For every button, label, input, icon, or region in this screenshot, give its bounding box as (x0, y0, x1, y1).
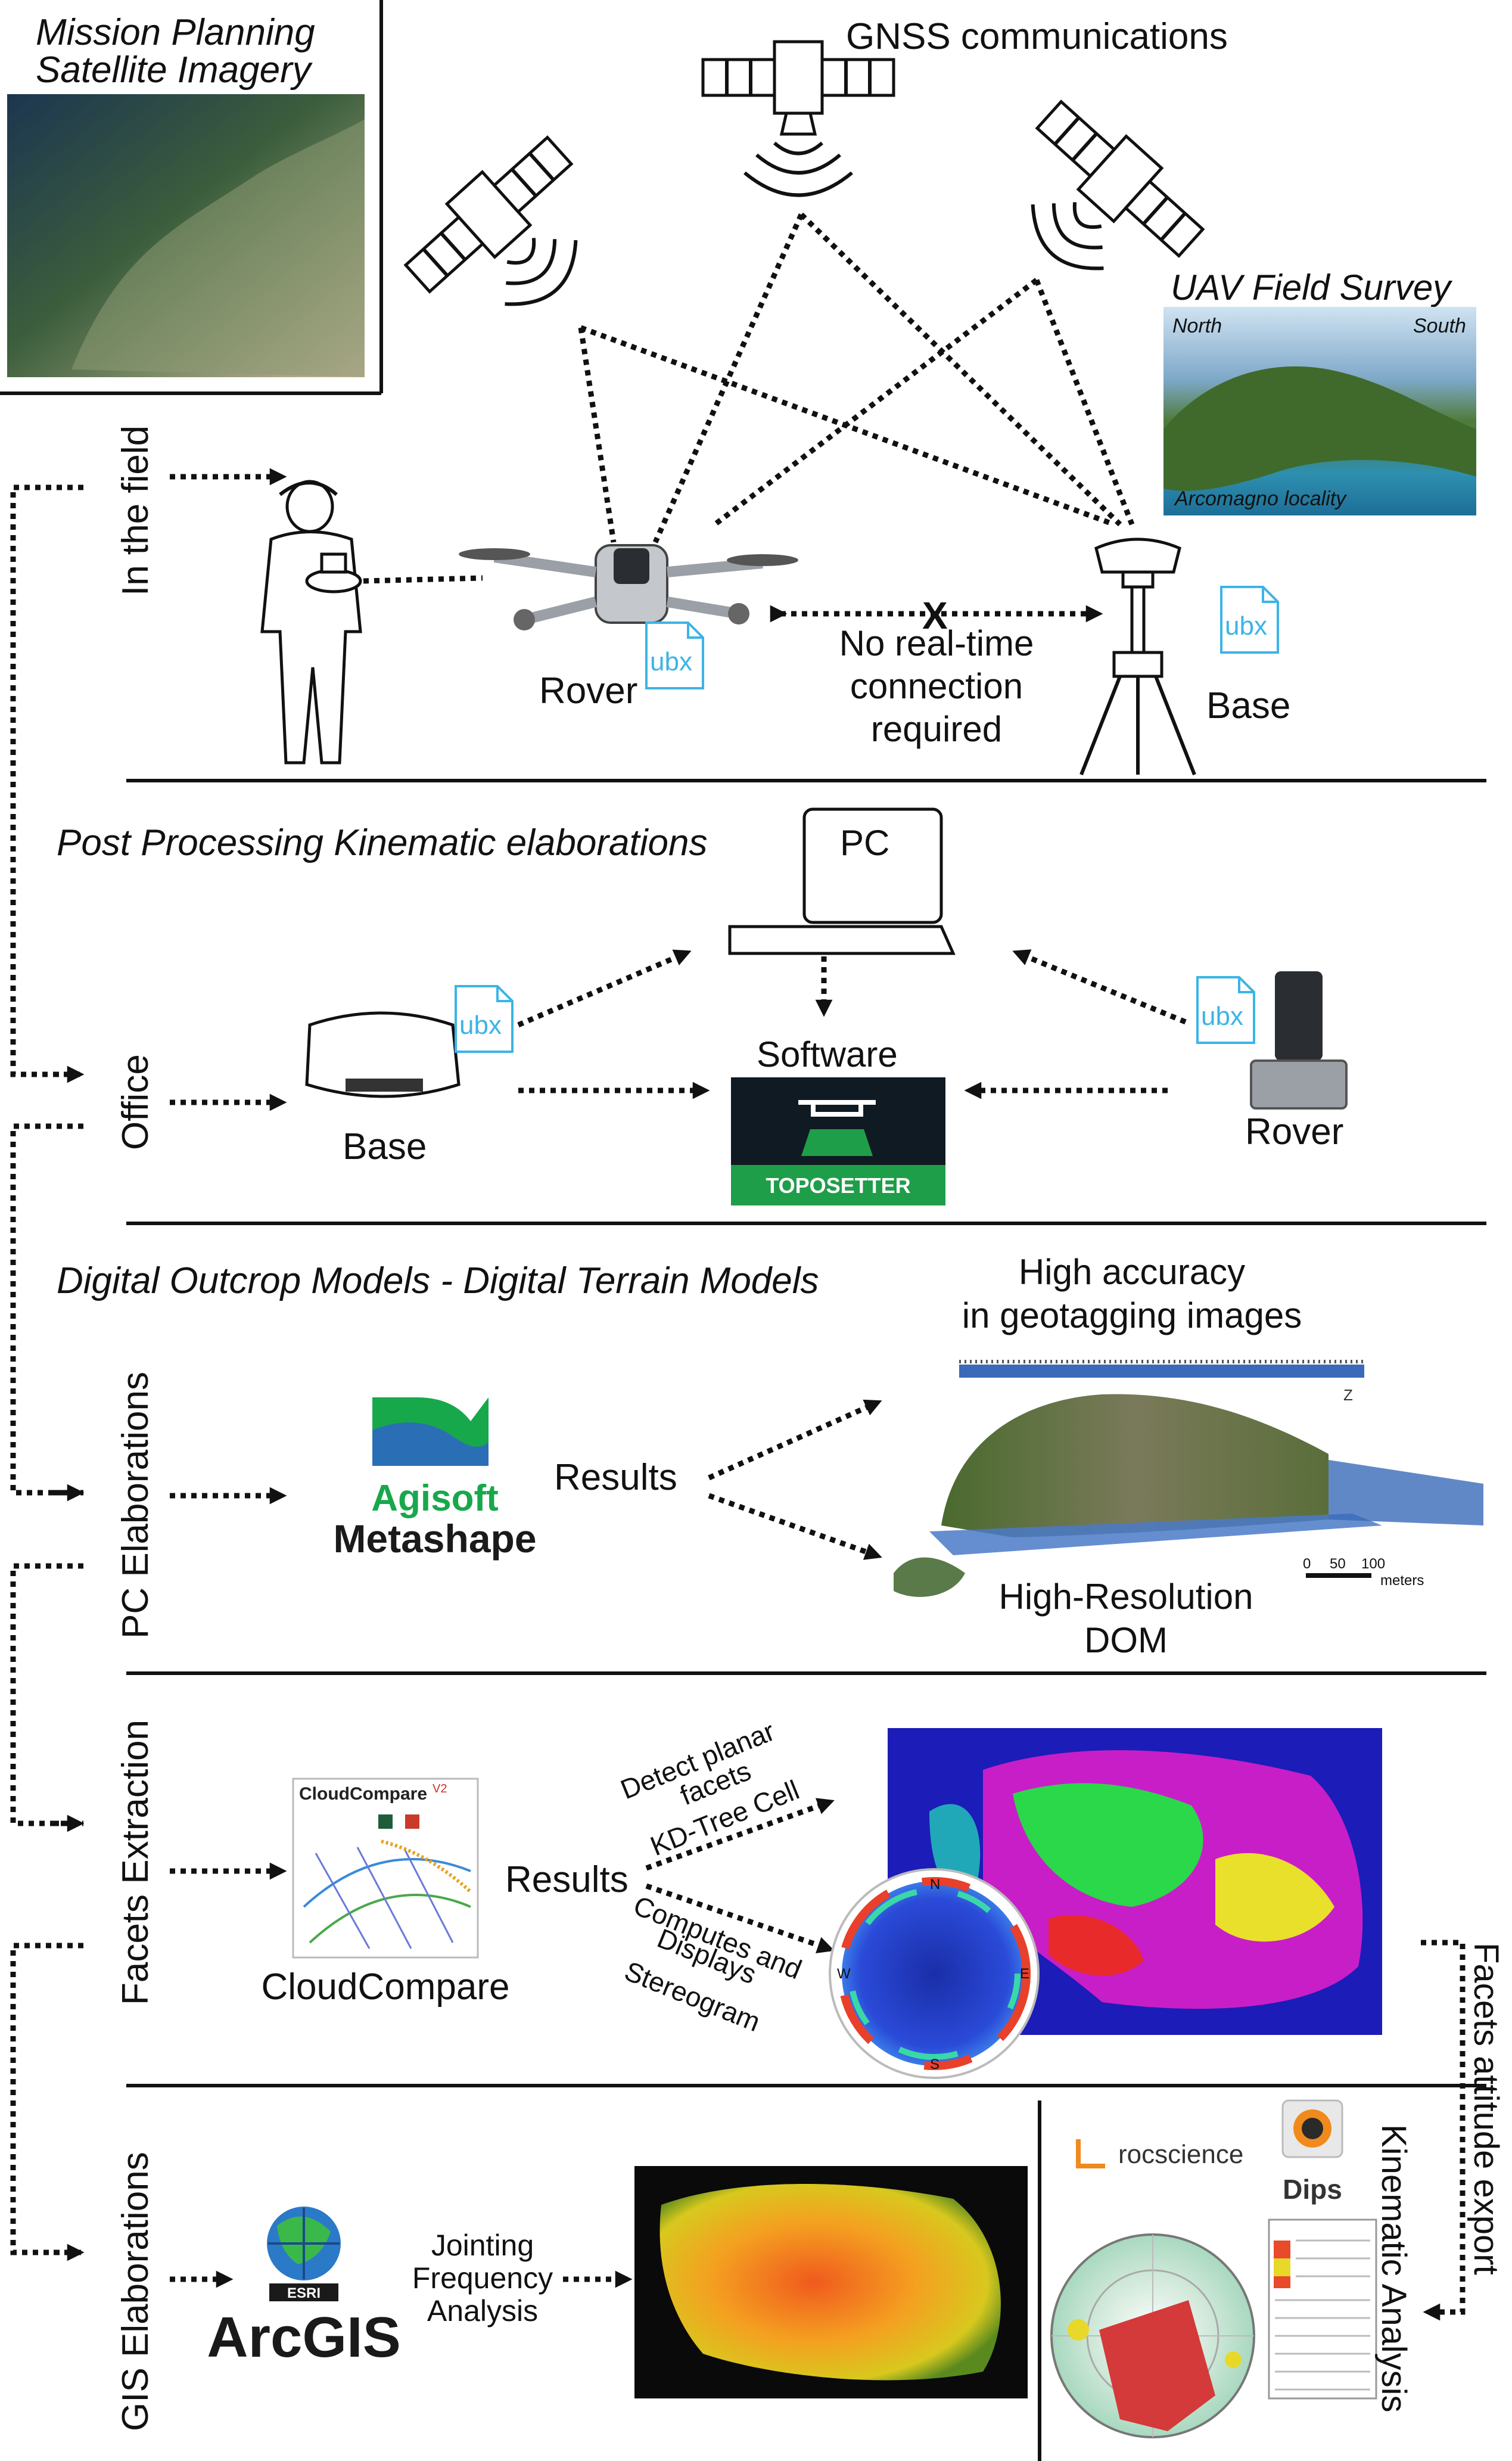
results-to-dom-arrow (708, 1493, 882, 1560)
stereo-e-label: E (1020, 1966, 1029, 1982)
ubx-label: ubx (1201, 1002, 1243, 1031)
north-arrow-label: Z (1343, 1386, 1353, 1404)
ubx-label: ubx (459, 1011, 502, 1040)
pc-results-label: Results (554, 1457, 677, 1498)
stereo-s-label: S (930, 2056, 939, 2072)
gnss-base-receiver-icon (305, 1011, 461, 1098)
no-realtime-line1: No real-time (839, 623, 1034, 663)
cloudcompare-label: CloudCompare (262, 1966, 510, 2008)
cc-header-label: CloudCompare (299, 1784, 427, 1804)
satellite-icon (701, 40, 895, 197)
ubx-file-icon: ubx (1196, 976, 1255, 1044)
satellite-imagery-title: Satellite Imagery (36, 49, 313, 91)
dips-data-table (1268, 2218, 1377, 2400)
office-side-label: Office (115, 1054, 156, 1150)
gnss-signal-lines (578, 212, 1135, 543)
agisoft-label: Agisoft (371, 1478, 499, 1519)
dom-3d-model-image: Z (894, 1360, 1483, 1597)
satellite-land-overlay (71, 119, 365, 377)
toposetter-logo: TOPOSETTER (731, 1077, 945, 1205)
ppk-section-title: Post Processing Kinematic elaborations (57, 822, 707, 863)
gnss-rover-receiver-icon (1250, 971, 1348, 1110)
stereo-w-label: W (837, 1966, 851, 1982)
drone-icon (459, 544, 798, 630)
kinematic-analysis-label: Kinematic Analysis (1374, 2124, 1413, 2413)
pc-elaborations-side-label: PC Elaborations (115, 1372, 156, 1639)
uav-locality-label: Arcomagno locality (1174, 487, 1347, 510)
dips-stereonet-image (1050, 2233, 1255, 2438)
arcgis-label: ArcGIS (207, 2305, 400, 2369)
laptop-pc-icon (728, 807, 956, 955)
base-to-pc-arrow (517, 949, 692, 1028)
field-rover-label: Rover (539, 670, 637, 711)
scale-unit-label: meters (1380, 1573, 1424, 1589)
uav-cliff-shape (1163, 366, 1476, 491)
scale-0-label: 0 (1303, 1556, 1311, 1572)
dom-line1: High-Resolution (999, 1577, 1253, 1617)
results-to-facets-arrow (645, 1798, 835, 1871)
facets-results-label: Results (505, 1859, 629, 1900)
satellite-icon (1031, 100, 1205, 271)
gnss-title: GNSS communications (846, 16, 1228, 57)
cc-version-label: V2 (433, 1782, 447, 1795)
facets-attitude-export-label: Facets attitude export (1467, 1943, 1505, 2275)
rover-to-pc-arrow (1012, 949, 1187, 1025)
controller-link-line (363, 575, 483, 584)
metashape-label: Metashape (333, 1517, 536, 1561)
arcgis-logo: ESRI ArcGIS (207, 2207, 401, 2369)
dom-line2: DOM (1084, 1620, 1168, 1660)
high-accuracy-line1: High accuracy (1019, 1252, 1245, 1292)
mission-planning-title: Mission Planning (36, 12, 315, 53)
uav-south-label: South (1413, 315, 1466, 337)
ubx-file-icon: ubx (455, 985, 514, 1053)
scale-50-label: 50 (1330, 1556, 1346, 1572)
gnss-base-tripod-icon (1079, 537, 1196, 776)
uav-field-survey-panel: UAV Field Survey North South Arcomagno l… (1163, 268, 1476, 515)
dips-label: Dips (1283, 2174, 1342, 2205)
office-base-label: Base (343, 1126, 427, 1167)
operator-figure-icon (260, 480, 362, 765)
no-connection-x-mark: X (922, 594, 948, 637)
software-label: Software (757, 1034, 898, 1074)
ubx-label: ubx (1225, 611, 1267, 641)
facets-extraction-side-label: Facets Extraction (115, 1720, 156, 2005)
results-to-geotag-arrow (708, 1399, 882, 1481)
high-accuracy-line2: in geotagging images (962, 1295, 1302, 1335)
facets-export-connector (1421, 1940, 1466, 2321)
office-rover-label: Rover (1245, 1111, 1343, 1152)
no-realtime-line3: required (871, 709, 1002, 749)
uav-field-survey-title: UAV Field Survey (1171, 268, 1453, 307)
dom-dtm-section-title: Digital Outcrop Models - Digital Terrain… (57, 1260, 819, 1301)
dips-logo: Dips (1281, 2099, 1343, 2205)
satellite-icon (403, 135, 578, 306)
facets-stereogram: N E S W (829, 1868, 1040, 2079)
toposetter-label: TOPOSETTER (766, 1173, 910, 1198)
gis-elaborations-side-label: GIS Elaborations (115, 2152, 156, 2431)
uav-north-label: North (1172, 315, 1222, 337)
in-the-field-side-label: In the field (115, 425, 156, 596)
jointing-line1: Jointing (431, 2229, 534, 2262)
rocscience-label: rocscience (1118, 2140, 1243, 2169)
mission-planning-panel: Mission Planning Satellite Imagery (0, 0, 383, 395)
stereo-n-label: N (930, 1876, 940, 1893)
ubx-label: ubx (650, 647, 692, 676)
agisoft-metashape-logo: Agisoft Metashape (333, 1397, 537, 1561)
scale-bar: 0 50 100 meters (1303, 1556, 1424, 1589)
esri-label: ESRI (287, 2285, 321, 2301)
jointing-line3: Analysis (427, 2294, 538, 2328)
no-realtime-line2: connection (850, 666, 1023, 706)
field-base-label: Base (1206, 685, 1290, 726)
flow-connector-left (10, 484, 85, 2261)
ubx-file-icon: ubx (645, 622, 704, 689)
pc-label: PC (840, 823, 889, 863)
jointing-line2: Frequency (412, 2261, 553, 2295)
scale-100-label: 100 (1361, 1556, 1385, 1572)
cloudcompare-logo: CloudCompare V2 (292, 1778, 479, 1959)
rocscience-logo: rocscience (1076, 2139, 1243, 2169)
ubx-file-icon: ubx (1220, 586, 1279, 654)
jointing-frequency-map-image (634, 2166, 1028, 2398)
